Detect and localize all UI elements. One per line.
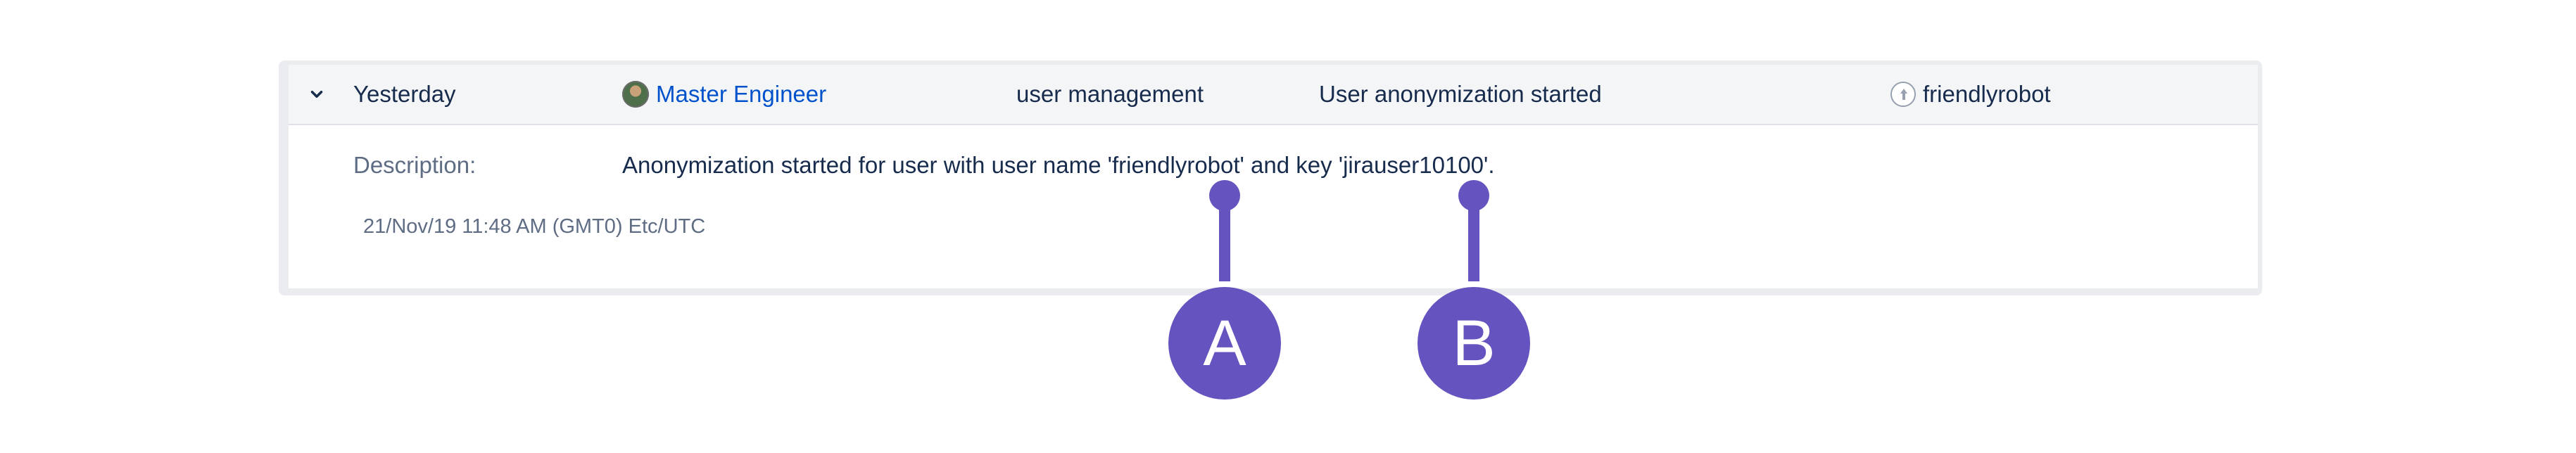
callout-a: A [1168, 180, 1281, 405]
callout-b: B [1418, 180, 1530, 405]
expand-toggle[interactable] [303, 65, 331, 124]
callout-a-stem [1219, 201, 1230, 281]
audit-log-entry-panel: Yesterday Master Engineer user managemen… [279, 60, 2262, 295]
entry-timestamp: 21/Nov/19 11:48 AM (GMT0) Etc/UTC [363, 215, 706, 238]
chevron-down-icon [310, 91, 323, 98]
object-name: friendlyrobot [1923, 81, 2051, 107]
audit-log-row-header[interactable]: Yesterday Master Engineer user managemen… [289, 65, 2258, 125]
entry-date: Yesterday [353, 81, 456, 107]
description-text: Anonymization started for user with user… [622, 152, 1495, 178]
callout-b-stem [1468, 201, 1479, 281]
entry-object: friendlyrobot [1890, 65, 2051, 124]
callout-a-dot [1209, 180, 1240, 211]
audit-log-entry: Yesterday Master Engineer user managemen… [289, 65, 2258, 288]
avatar [622, 81, 649, 108]
description-label: Description: [353, 152, 476, 178]
entry-author: Master Engineer [622, 65, 826, 124]
callout-a-badge: A [1168, 287, 1281, 400]
author-link[interactable]: Master Engineer [656, 81, 827, 107]
callout-b-badge: B [1418, 287, 1530, 400]
callout-b-dot [1458, 180, 1489, 211]
entry-category: user management [1016, 81, 1204, 107]
entry-summary: User anonymization started [1319, 81, 1602, 107]
user-object-icon [1890, 82, 1916, 107]
